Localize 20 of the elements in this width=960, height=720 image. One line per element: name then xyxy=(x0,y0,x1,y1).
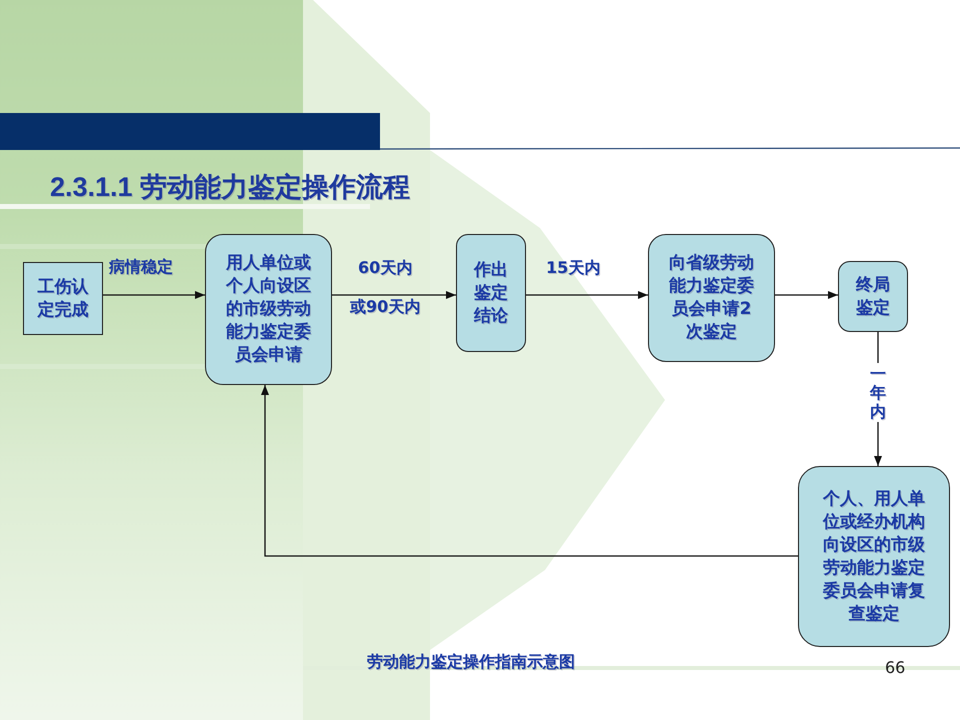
arrow xyxy=(874,332,882,466)
process-box: 终局鉴定 xyxy=(838,261,908,332)
page-number: 66 xyxy=(885,658,906,678)
arrow xyxy=(775,291,838,299)
arrow xyxy=(261,385,798,557)
process-box: 向省级劳动能力鉴定委员会申请2次鉴定 xyxy=(648,234,775,362)
edge-label: 60天内 xyxy=(358,258,412,278)
duration-text: 或90天内 xyxy=(350,297,420,317)
arrow xyxy=(332,291,456,299)
process-box: 作出鉴定结论 xyxy=(456,234,526,352)
arrow xyxy=(103,291,205,299)
process-box: 用人单位或个人向设区的市级劳动能力鉴定委员会申请 xyxy=(205,234,332,385)
process-box: 工伤认定完成 xyxy=(23,262,103,335)
arrow xyxy=(526,291,648,299)
figure-caption: 劳动能力鉴定操作指南示意图 xyxy=(367,652,575,672)
edge-label: 病情稳定 xyxy=(109,257,173,277)
edge-label: 15天内 xyxy=(546,258,600,278)
process-box: 个人、用人单位或经办机构向设区的市级劳动能力鉴定委员会申请复查鉴定 xyxy=(798,466,950,647)
slide-title: 2.3.1.1 劳动能力鉴定操作流程 xyxy=(50,171,410,204)
edge-label: 一年内 xyxy=(869,362,887,422)
